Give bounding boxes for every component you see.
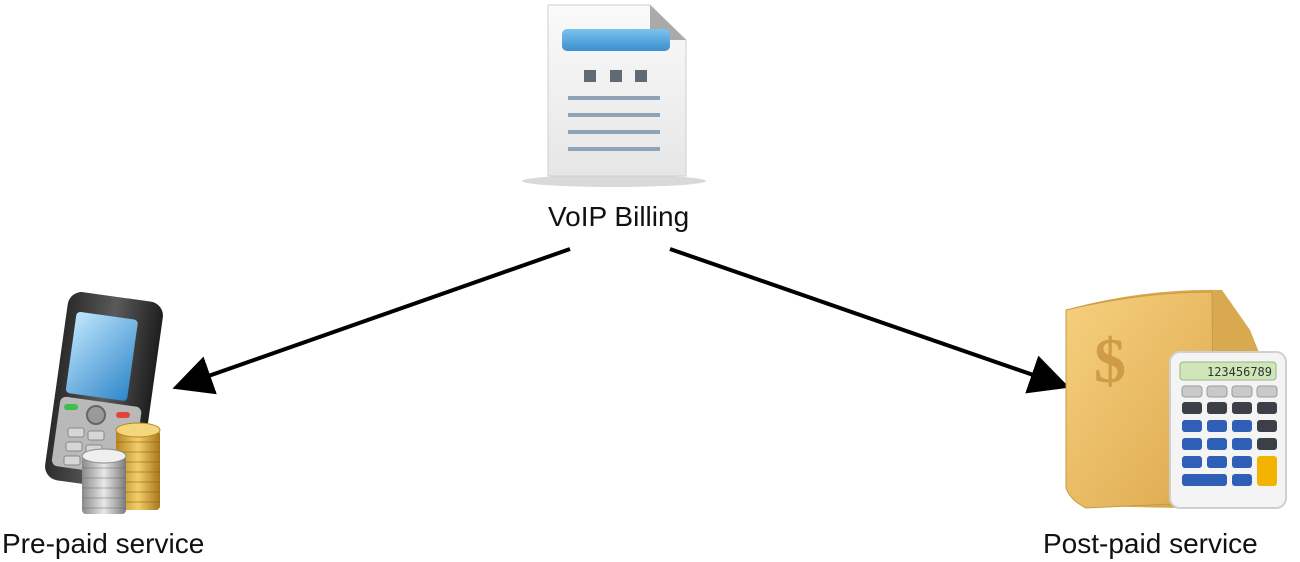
edge-to-postpaid-arrow xyxy=(669,247,1070,394)
calculator-display: 123456789 xyxy=(1207,365,1272,379)
dollar-symbol: $ xyxy=(1094,325,1126,396)
calculator-operator-keys xyxy=(1182,402,1277,450)
node-label-postpaid-service: Post-paid service xyxy=(1043,528,1258,559)
mobile-phone-with-coins-icon xyxy=(45,292,163,514)
billing-document-icon xyxy=(522,4,706,187)
edge-to-prepaid-arrow xyxy=(172,247,571,395)
node-label-voip-billing: VoIP Billing xyxy=(548,201,690,232)
ledger-and-calculator-icon: $ 123456789 xyxy=(1065,289,1287,509)
calculator-function-keys xyxy=(1181,385,1278,398)
node-label-prepaid-service: Pre-paid service xyxy=(2,528,205,559)
calculator-equals-key xyxy=(1257,456,1277,486)
calculator-number-keys xyxy=(1182,420,1252,486)
